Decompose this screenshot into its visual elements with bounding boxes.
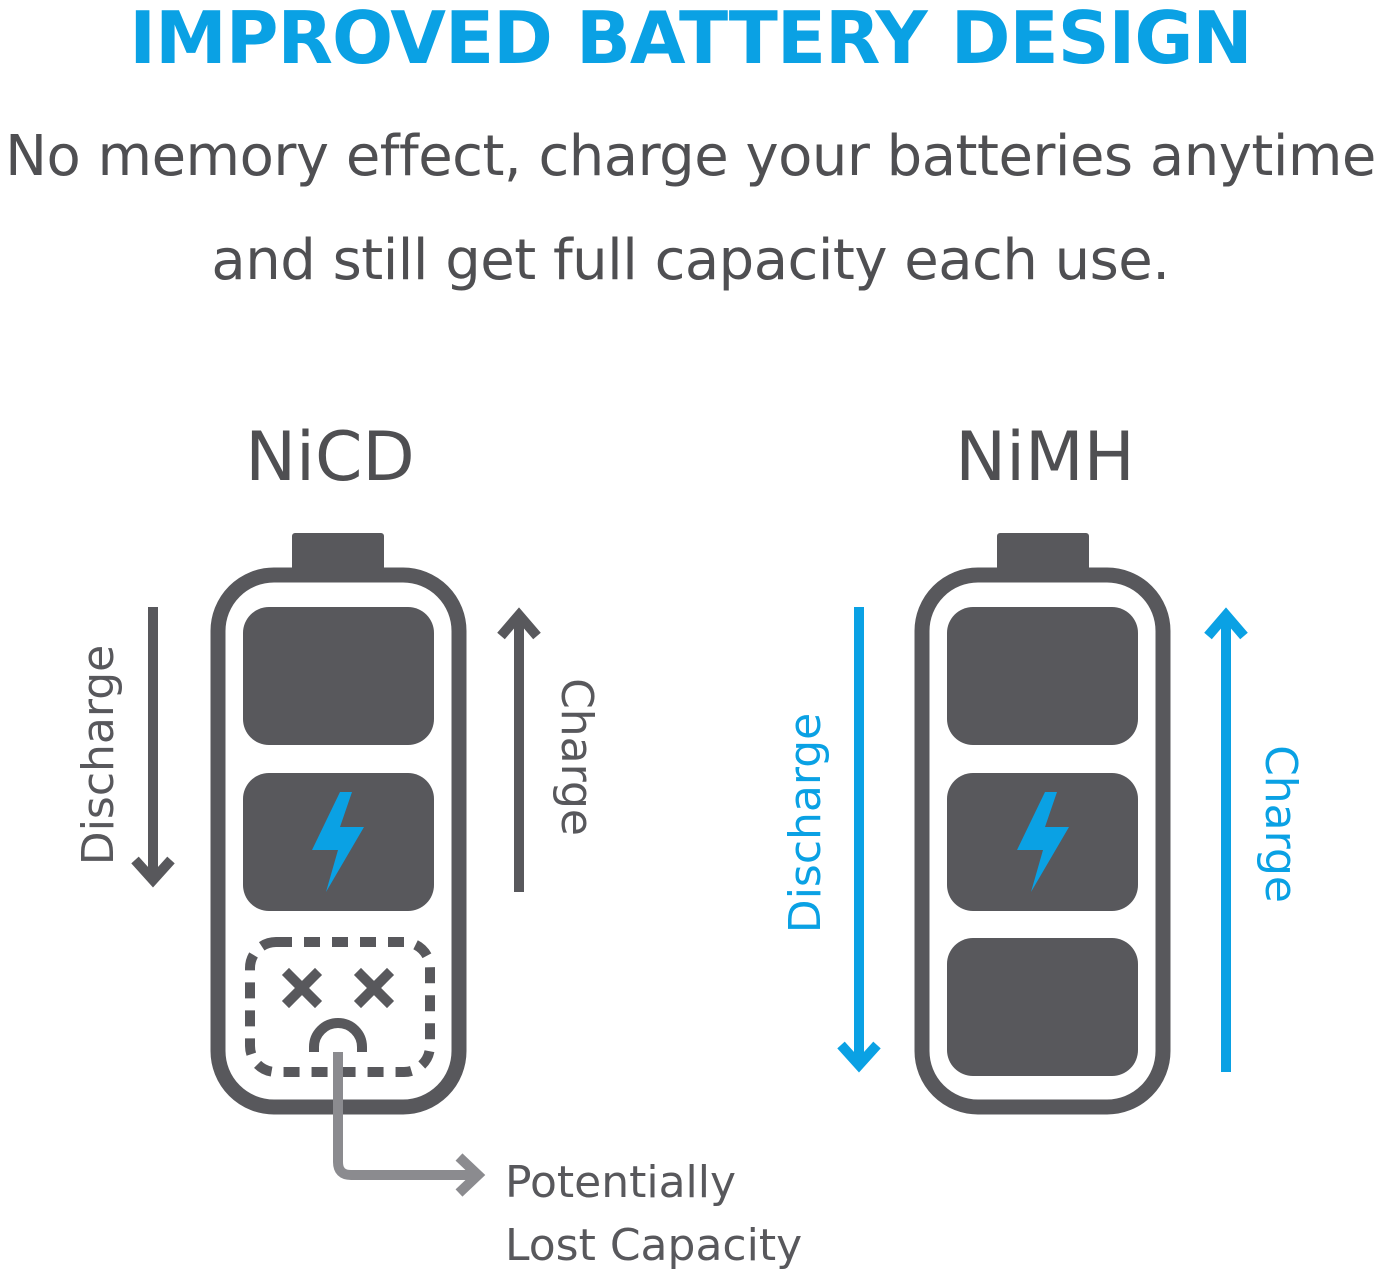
callout-line-1: Potentially (505, 1157, 736, 1208)
page-title: IMPROVED BATTERY DESIGN (129, 0, 1252, 80)
callout-line-2: Lost Capacity (505, 1220, 802, 1271)
nicd-discharge-arrow (131, 607, 175, 888)
nimh-charge-arrow (1204, 607, 1248, 1072)
nimh-charge-label: Charge (1255, 745, 1306, 903)
nimh-discharge-arrow (837, 607, 881, 1073)
nicd-battery-terminal (292, 533, 384, 575)
nimh-battery (914, 533, 1171, 1115)
nicd-discharge-label: Discharge (73, 645, 124, 865)
nimh-discharge-label: Discharge (780, 713, 831, 933)
nicd-battery (210, 533, 467, 1115)
dead-face-icon (281, 967, 395, 1053)
nimh-cell-bottom (947, 938, 1138, 1076)
subtitle-line-1: No memory effect, charge your batteries … (5, 124, 1376, 189)
nimh-label: NiMH (955, 418, 1135, 497)
nicd-charge-arrow (497, 607, 541, 892)
nicd-label: NiCD (245, 418, 415, 497)
lost-capacity-callout-arrow (333, 1052, 486, 1197)
nimh-cell-top (947, 607, 1138, 745)
nimh-battery-terminal (997, 533, 1089, 575)
nicd-charge-label: Charge (551, 678, 602, 836)
nimh-battery-body (914, 567, 1171, 1115)
nicd-cell-top (243, 607, 434, 745)
subtitle-line-2: and still get full capacity each use. (211, 228, 1170, 293)
